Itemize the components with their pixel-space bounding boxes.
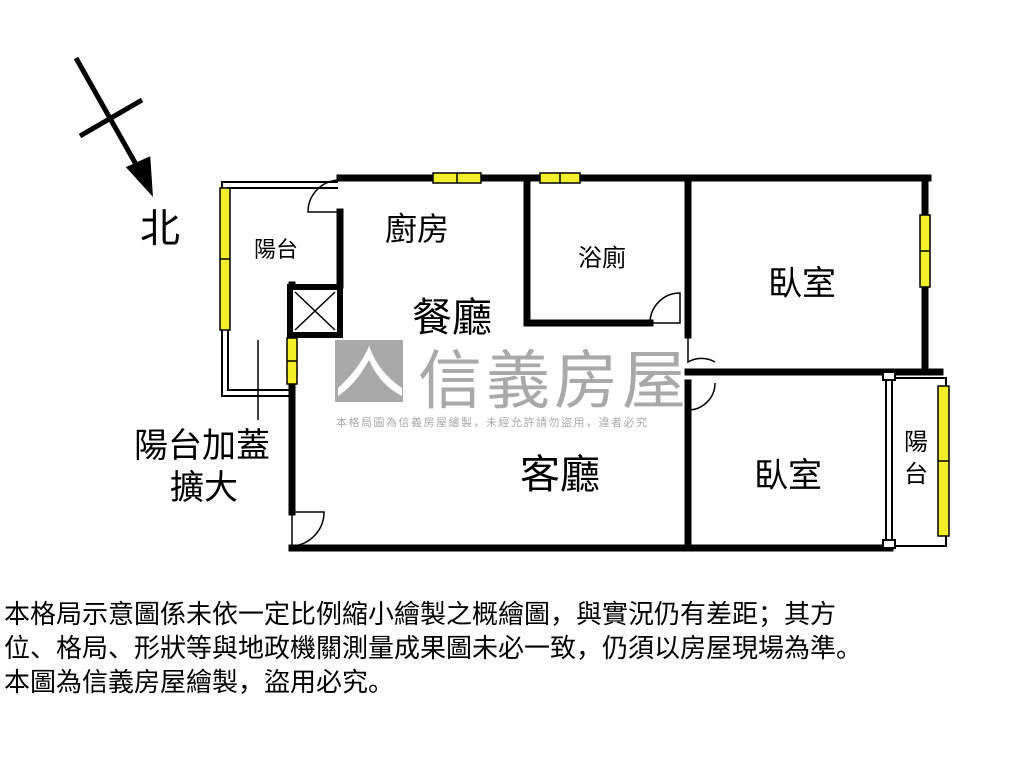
room-label-balcony-right: 陽台 (904, 428, 928, 488)
shaft-icon (287, 284, 343, 338)
annotation-line1: 陽台加蓋 (134, 426, 270, 466)
room-label-balcony-left: 陽台 (254, 238, 299, 263)
room-label-bedroom-1: 臥室 (768, 264, 836, 304)
room-label-dining: 餐廳 (412, 295, 492, 341)
doors (291, 179, 716, 547)
room-label-bedroom-2: 臥室 (754, 456, 822, 496)
room-label-kitchen: 廚房 (385, 210, 450, 248)
disclaimer-line: 本格局示意圖係未依一定比例縮小繪製之概繪圖，與實況仍有差距；其方 (4, 600, 837, 630)
compass-arrow-icon (73, 56, 153, 197)
disclaimer: 本格局示意圖係未依一定比例縮小繪製之概繪圖，與實況仍有差距；其方 位、格局、形狀… (4, 598, 862, 700)
watermark-brand: 信義房屋 (418, 345, 690, 419)
room-label-living: 客廳 (520, 452, 600, 498)
watermark-subtitle: 本格局圖為信義房屋繪製，未經允許請勿盜用，違者必究 (336, 416, 649, 429)
compass-north-label: 北 (140, 206, 180, 252)
windows (219, 172, 950, 537)
annotation-line2: 擴大 (170, 468, 238, 508)
disclaimer-line: 本圖為信義房屋繪製，盜用必究。 (4, 668, 395, 698)
disclaimer-line: 位、格局、形狀等與地政機關測量成果圖未必一致，仍須以房屋現場為準。 (4, 634, 863, 664)
room-label-bathroom: 浴廁 (578, 244, 626, 272)
